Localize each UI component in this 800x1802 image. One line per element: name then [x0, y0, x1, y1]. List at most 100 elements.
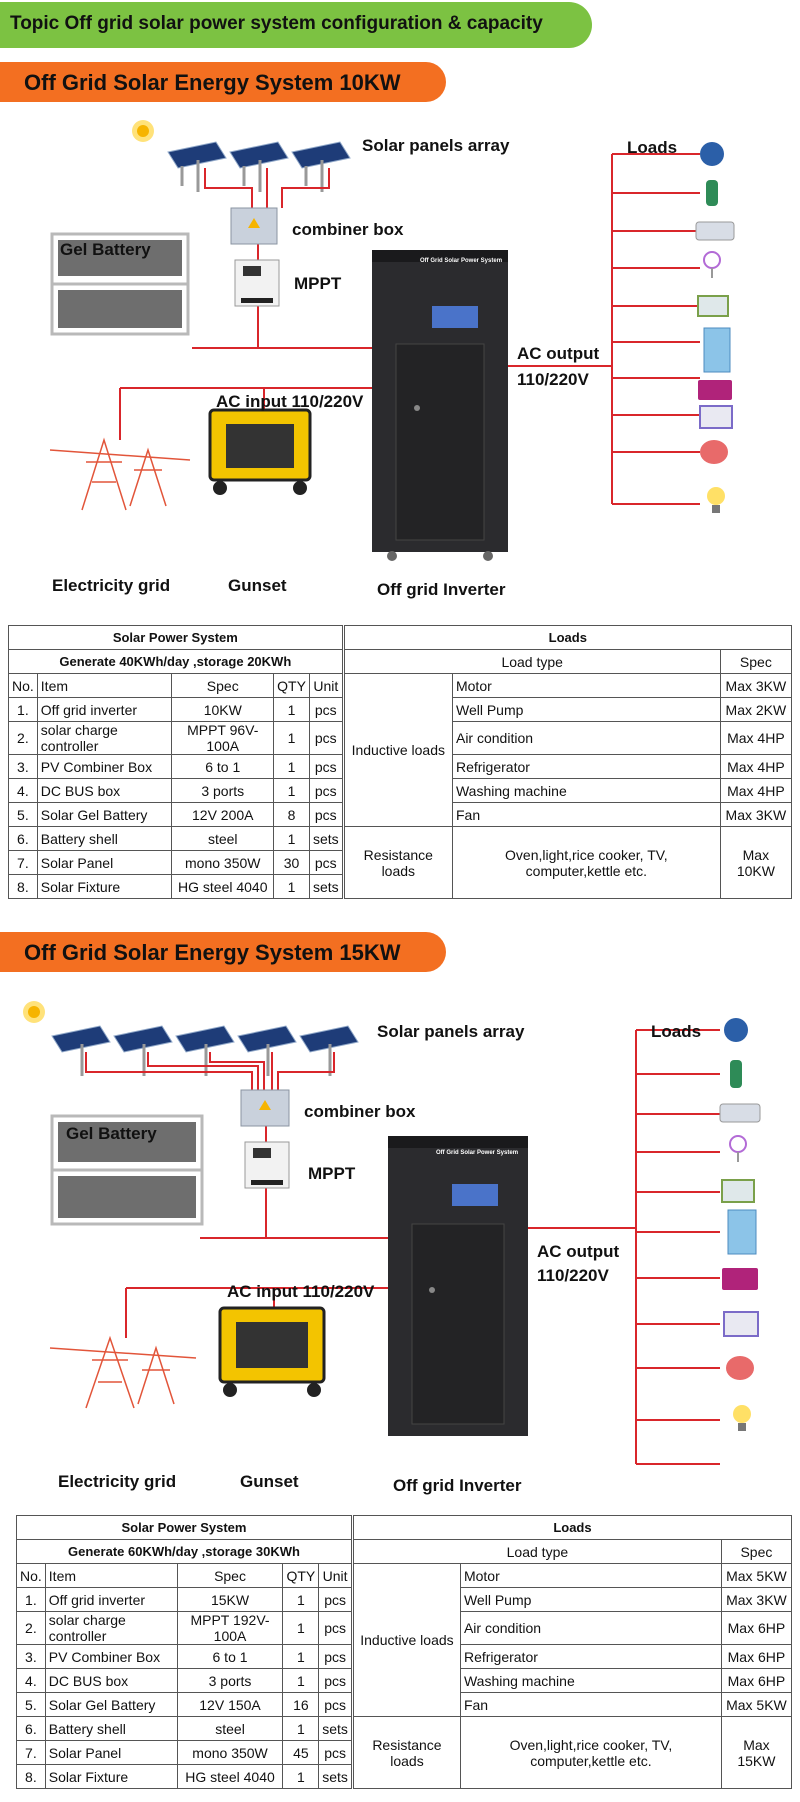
load-spec-cell: Max 3KW: [720, 1587, 793, 1612]
load-type-cell: Well Pump: [459, 1587, 722, 1612]
resistance-load-types: Oven,light,rice cooker, TV, computer,ket…: [459, 1716, 722, 1789]
load-spec-cell: Max 4HP: [719, 754, 793, 779]
row-unit: pcs: [308, 850, 343, 875]
gel-battery-label: Gel Battery: [66, 1124, 157, 1143]
gel-battery-label: Gel Battery: [60, 240, 151, 259]
load-spec-cell: Max 6HP: [720, 1644, 793, 1669]
row-no: 6.: [16, 1716, 46, 1741]
load-type-cell: Well Pump: [451, 697, 721, 722]
load-type-cell: Motor: [459, 1563, 722, 1588]
system-10kw-config-table: Solar Power System Loads Generate 40KWh/…: [8, 625, 793, 899]
sun-icon: [132, 120, 154, 142]
load-spec-cell: Max 5KW: [720, 1563, 793, 1588]
row-no: 1.: [16, 1587, 46, 1612]
row-no: 3.: [16, 1644, 46, 1669]
inverter-label: Off grid Inverter: [377, 580, 506, 599]
load-type-cell: Fan: [459, 1692, 722, 1717]
load-spec-cell: Max 5KW: [720, 1692, 793, 1717]
row-item: Solar Gel Battery: [36, 802, 173, 827]
row-spec: 6 to 1: [176, 1644, 284, 1669]
combiner-box-icon: [230, 207, 278, 245]
row-no: 2.: [16, 1611, 46, 1645]
inverter-screen-text: Off Grid Solar Power System: [436, 1150, 519, 1156]
load-type-cell: Washing machine: [459, 1668, 722, 1693]
row-spec: steel: [176, 1716, 284, 1741]
row-no: 7.: [8, 850, 38, 875]
row-qty: 1: [273, 721, 310, 755]
row-unit: pcs: [318, 1611, 352, 1645]
load-type-cell: Air condition: [459, 1611, 722, 1645]
row-item: Off grid inverter: [36, 697, 173, 722]
ac-input-label: AC input 110/220V: [227, 1282, 375, 1301]
left-table-title: Solar Power System: [16, 1515, 352, 1540]
load-type-cell: Refrigerator: [451, 754, 721, 779]
row-item: solar charge controller: [44, 1611, 178, 1645]
row-item: Solar Fixture: [36, 874, 173, 899]
wiring-diagram: [23, 1001, 761, 1465]
gel-battery-rack-icon: [50, 232, 190, 336]
ac-output-voltage-label: 110/220V: [517, 370, 589, 389]
col-header-spec: Spec: [171, 673, 275, 698]
loads-label: Loads: [651, 1022, 702, 1041]
row-qty: 1: [282, 1644, 320, 1669]
row-unit: sets: [308, 826, 343, 851]
left-table-title: Solar Power System: [8, 625, 343, 650]
row-spec: 6 to 1: [171, 754, 275, 779]
load-spec-cell: Max 3KW: [719, 673, 793, 698]
inverter-screen-text: Off Grid Solar Power System: [420, 258, 503, 264]
ac-output-label: AC output: [537, 1242, 620, 1261]
row-qty: 1: [273, 754, 310, 779]
row-qty: 1: [282, 1668, 320, 1693]
row-item: Solar Panel: [44, 1740, 178, 1765]
row-qty: 1: [273, 874, 310, 899]
row-unit: pcs: [308, 697, 343, 722]
inverter-cabinet-icon: [372, 250, 508, 561]
row-unit: pcs: [318, 1644, 352, 1669]
row-unit: sets: [318, 1716, 352, 1741]
row-unit: pcs: [308, 778, 343, 803]
col-header-no: No.: [16, 1563, 46, 1588]
left-table-subtitle: Generate 60KWh/day ,storage 30KWh: [16, 1539, 352, 1564]
load-type-header: Load type: [343, 649, 721, 674]
mppt-label: MPPT: [294, 274, 342, 293]
inductive-loads-label: Inductive loads: [352, 1563, 461, 1717]
sun-icon: [23, 1001, 45, 1023]
row-qty: 1: [273, 697, 310, 722]
resistance-load-spec: Max 10KW: [719, 826, 793, 899]
row-unit: sets: [318, 1764, 352, 1789]
row-qty: 1: [273, 826, 310, 851]
load-type-cell: Motor: [451, 673, 721, 698]
left-table-subtitle: Generate 40KWh/day ,storage 20KWh: [8, 649, 343, 674]
col-header-item: Item: [36, 673, 173, 698]
row-spec: mono 350W: [176, 1740, 284, 1765]
row-qty: 8: [273, 802, 310, 827]
loads-label: Loads: [627, 138, 678, 157]
mppt-label: MPPT: [308, 1164, 356, 1183]
row-unit: pcs: [308, 754, 343, 779]
gel-battery-rack-icon: [50, 1114, 204, 1226]
load-spec-header: Spec: [720, 1539, 793, 1564]
row-item: Solar Panel: [36, 850, 173, 875]
row-spec: 3 ports: [176, 1668, 284, 1693]
row-unit: pcs: [318, 1587, 352, 1612]
load-spec-header: Spec: [719, 649, 793, 674]
col-header-spec: Spec: [176, 1563, 284, 1588]
row-qty: 1: [282, 1764, 320, 1789]
ac-output-label: AC output: [517, 344, 600, 363]
ac-output-voltage-label: 110/220V: [537, 1266, 609, 1285]
combiner-box-label: combiner box: [304, 1102, 416, 1121]
resistance-loads-label: Resistance loads: [343, 826, 453, 899]
row-no: 6.: [8, 826, 38, 851]
gunset-label: Gunset: [240, 1472, 299, 1491]
row-qty: 1: [282, 1716, 320, 1741]
row-no: 4.: [16, 1668, 46, 1693]
electricity-grid-label: Electricity grid: [52, 576, 171, 595]
col-header-unit: Unit: [308, 673, 343, 698]
row-unit: pcs: [318, 1740, 352, 1765]
solar-panels-label: Solar panels array: [362, 136, 510, 155]
row-spec: 10KW: [171, 697, 275, 722]
row-item: Battery shell: [36, 826, 173, 851]
row-unit: pcs: [318, 1668, 352, 1693]
row-qty: 1: [273, 778, 310, 803]
system-15kw-config-table: Solar Power System Loads Generate 60KWh/…: [16, 1515, 793, 1789]
